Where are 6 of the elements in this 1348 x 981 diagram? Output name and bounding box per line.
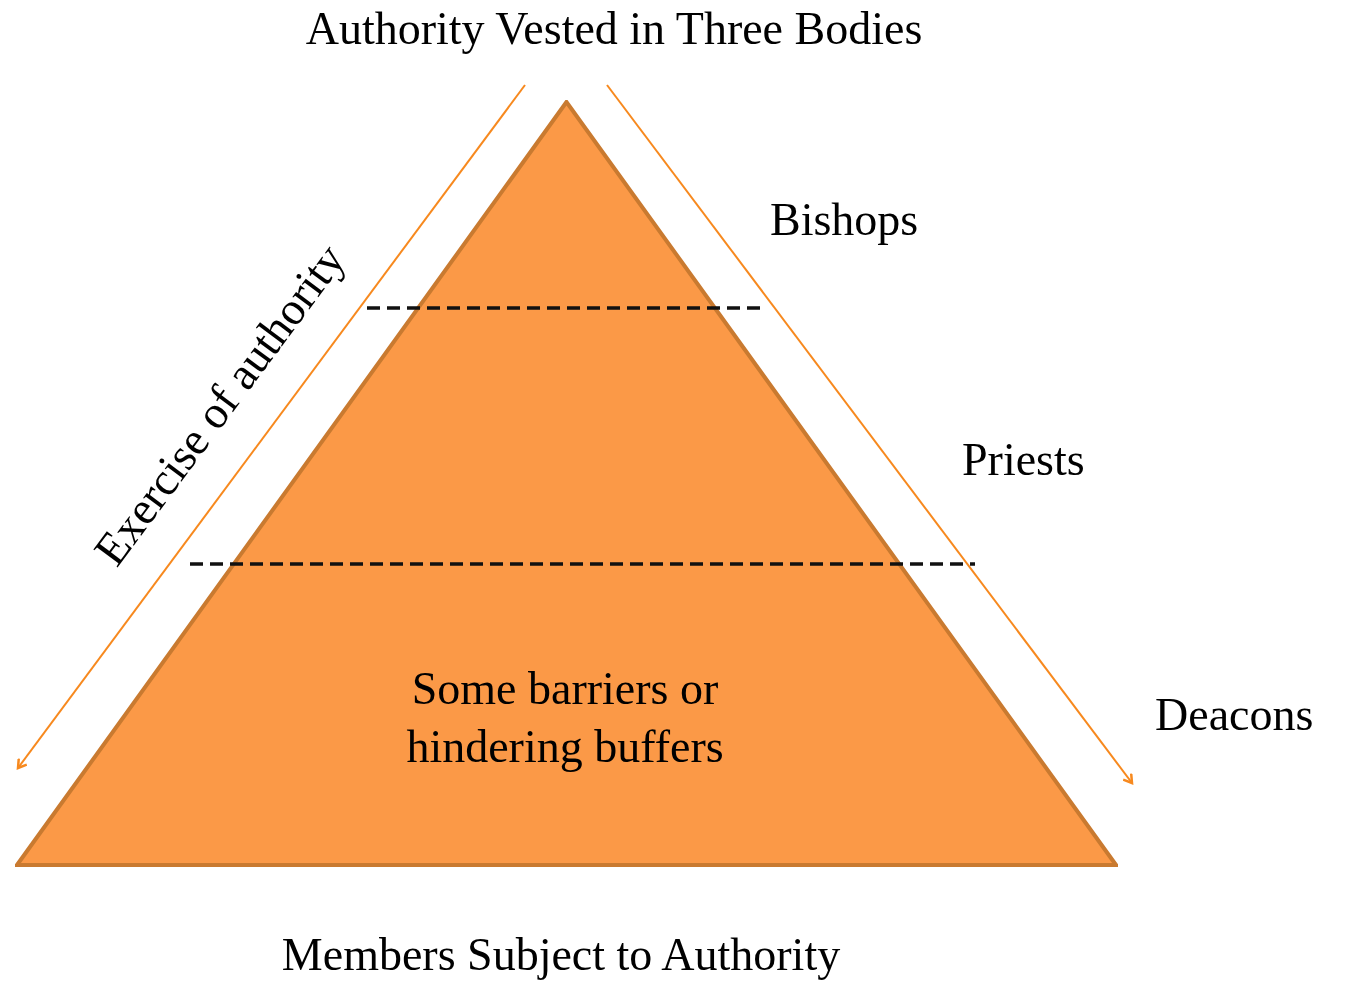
title: Authority Vested in Three Bodies xyxy=(304,4,924,55)
tier-label: Deacons xyxy=(1155,690,1314,741)
pyramid-text: Some barriers or hindering buffers xyxy=(405,662,725,774)
tier-label: Priests xyxy=(962,435,1085,486)
tier-label: Bishops xyxy=(770,195,919,246)
caption: Members Subject to Authority xyxy=(280,930,842,981)
